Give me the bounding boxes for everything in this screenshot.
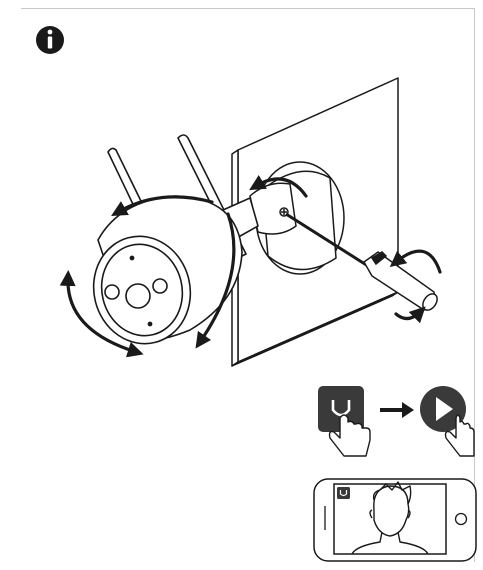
phone-icon [313, 478, 477, 562]
hand-tap-icon [328, 414, 371, 457]
rotation-arrows [59, 175, 442, 358]
arrow-right-icon [380, 402, 414, 418]
hand-tap-icon-2 [444, 414, 475, 457]
play-button-icon [420, 386, 466, 432]
u-button-icon: U [318, 386, 364, 432]
info-icon: i [36, 26, 64, 54]
screwdriver [285, 212, 438, 311]
person-icon [351, 481, 429, 555]
mount-bracket [249, 161, 345, 275]
figure-frame [21, 8, 475, 562]
live-badge-icon [337, 487, 350, 499]
